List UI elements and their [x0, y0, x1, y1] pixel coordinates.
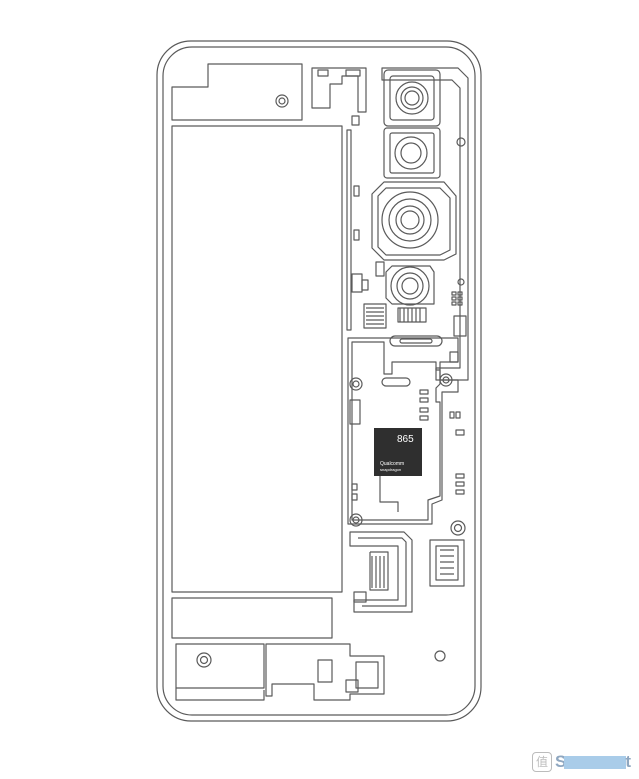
phone-outer-frame — [156, 40, 482, 722]
screw-bottom-left — [196, 652, 212, 668]
camera-module-3 — [371, 181, 457, 261]
lower-flex-cable — [349, 531, 413, 613]
camera-lens-4 — [390, 266, 430, 306]
right-module-frame — [381, 67, 469, 381]
bottom-sub-board — [175, 643, 265, 689]
top-left-board — [171, 63, 303, 121]
camera-module-4 — [385, 265, 435, 305]
top-flex-bracket — [311, 67, 367, 113]
screw-board-left — [349, 377, 363, 391]
phone-inner-frame — [162, 46, 476, 716]
camera-module-2 — [383, 127, 441, 179]
camera-lens-3 — [381, 191, 439, 249]
watermark-text: S — [554, 752, 568, 771]
watermark-highlight — [564, 755, 627, 769]
chip-brand-label: Qualcomm — [380, 461, 404, 467]
camera-lens-2 — [394, 136, 428, 170]
camera-lens-1 — [395, 81, 429, 115]
watermark-tail-text: t — [625, 752, 631, 771]
screw-board-right — [439, 373, 453, 387]
lower-battery-pad — [171, 597, 333, 639]
soc-chip — [374, 428, 422, 476]
camera-module-1 — [383, 69, 441, 127]
watermark-logo-icon: 值 — [531, 752, 552, 772]
watermark: 值 S t — [531, 751, 631, 773]
usb-connector — [429, 539, 465, 587]
battery — [171, 125, 343, 593]
screw-top-left — [275, 94, 289, 108]
bottom-speaker-bracket — [265, 643, 385, 701]
chip-series-label: snapdragon — [380, 467, 401, 472]
chip-model-label: 865 — [397, 434, 414, 445]
